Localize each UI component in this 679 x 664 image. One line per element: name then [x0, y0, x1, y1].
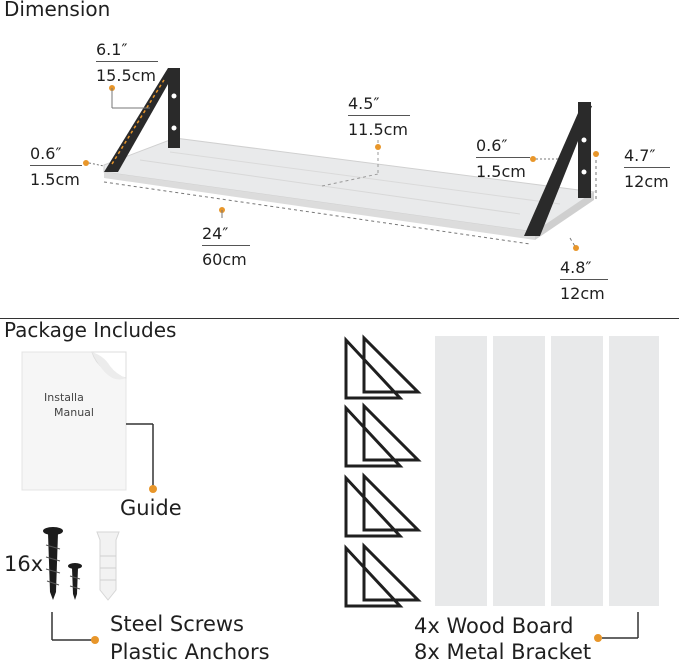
wood-board-4	[609, 336, 659, 606]
anchor-icon	[96, 531, 120, 601]
small-screw-icon	[68, 563, 82, 600]
bracket-drop-label: 4.7″ 12cm	[624, 146, 670, 191]
bracket-height-label: 6.1″ 15.5cm	[96, 40, 158, 85]
guide-label: Guide	[120, 496, 182, 520]
manual-text: Installa Manual	[44, 391, 94, 419]
bracket-pair-4	[344, 542, 422, 608]
bracket-gap-label: 4.5″ 11.5cm	[348, 94, 410, 139]
left-thickness-label: 0.6″ 1.5cm	[30, 144, 82, 189]
right-bracket	[524, 104, 592, 236]
screw-count-label: 16x	[4, 552, 44, 576]
bracket-pair-1	[344, 334, 422, 400]
bracket-pair-3	[344, 472, 422, 538]
screws-label: Steel Screws	[110, 612, 244, 636]
package-title: Package Includes	[4, 318, 177, 342]
screw-icon	[43, 527, 63, 600]
brackets-label: 8x Metal Bracket	[414, 640, 592, 664]
wood-board-3	[551, 336, 603, 606]
right-thickness-label: 0.6″ 1.5cm	[476, 136, 530, 181]
dimension-title: Dimension	[4, 0, 111, 21]
anchors-label: Plastic Anchors	[110, 640, 270, 664]
bracket-pair-2	[344, 402, 422, 468]
wood-board-2	[493, 336, 545, 606]
section-divider	[0, 318, 679, 319]
left-bracket	[104, 68, 176, 172]
brackets-stack	[344, 334, 422, 608]
wood-board-1	[435, 336, 487, 606]
length-label: 24″ 60cm	[202, 224, 250, 269]
depth-label: 4.8″ 12cm	[560, 258, 608, 303]
boards-label: 4x Wood Board	[414, 614, 574, 638]
